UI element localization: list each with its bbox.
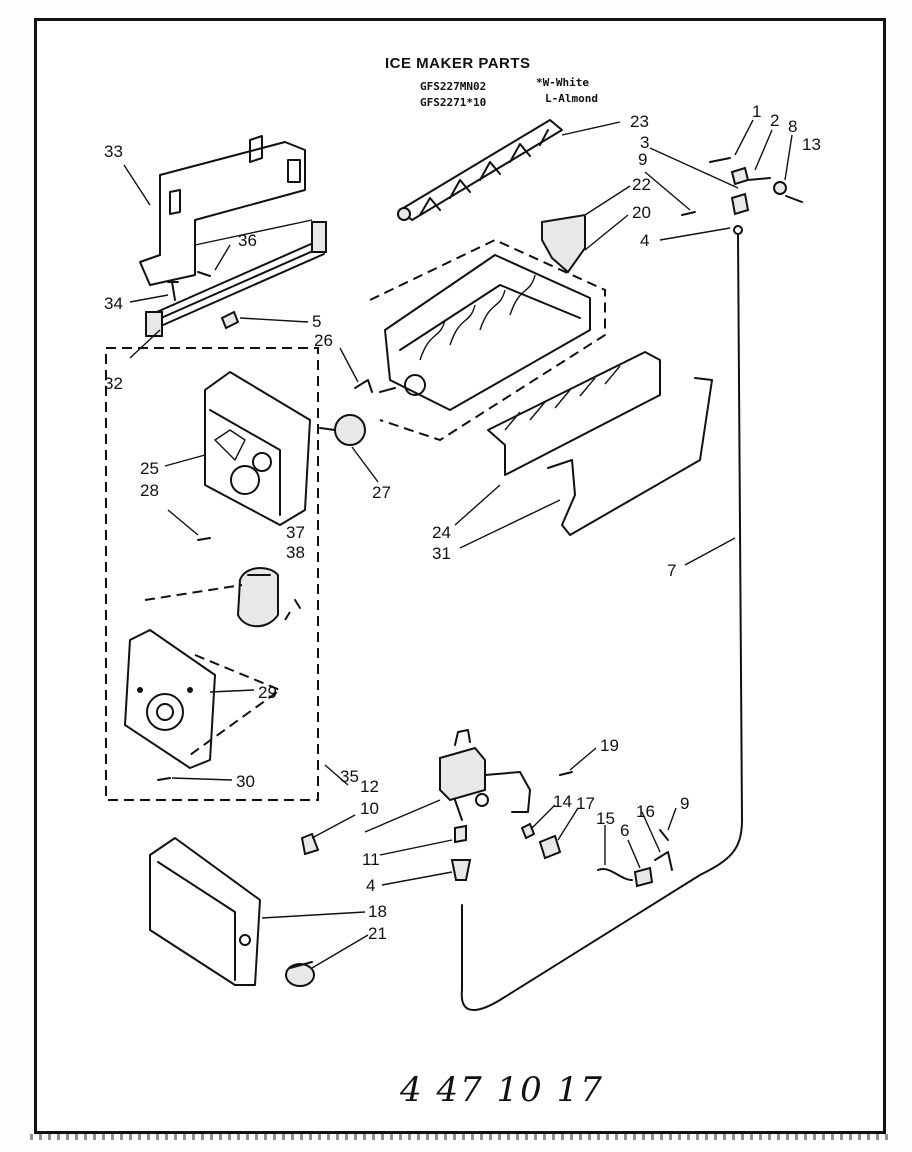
callout-12: 12 [360,777,379,796]
mounting-plate-part-29 [124,629,216,769]
callout-4-top: 4 [640,231,650,250]
screw-part-34 [167,281,179,301]
callout-29: 29 [258,683,277,702]
callout-13: 13 [802,135,821,154]
callout-28: 28 [140,481,159,500]
callout-16: 16 [636,802,655,821]
tube-part-15 [597,867,633,881]
thermostat-part-27 [319,414,366,446]
callout-33: 33 [104,142,123,161]
bushing-part-12 [300,832,320,856]
callout-30: 30 [236,772,255,791]
inlet-fitting-part-4-lower [450,859,472,881]
callout-32: 32 [104,374,123,393]
color-legend-almond: L-Almond [545,92,598,105]
handwritten-note: 4 47 10 17 [400,1070,604,1110]
color-legend-white: *W-White [536,76,589,89]
callout-25: 25 [140,459,159,478]
callout-22: 22 [632,175,651,194]
callout-10: 10 [360,799,379,818]
ice-mold-part-20 [369,238,606,442]
callout-8: 8 [788,117,798,136]
callout-34: 34 [104,294,123,313]
wiring-harness-part-32 [145,221,327,337]
callout-1: 1 [752,102,762,121]
feeler-arm-part-31 [547,377,713,536]
callout-7: 7 [667,561,677,580]
callout-24: 24 [432,523,451,542]
shut-off-arm-part-24 [487,351,661,476]
mounting-bracket-part-33 [139,135,313,286]
screw-part-19 [559,771,573,776]
callout-20: 20 [632,203,651,222]
callout-36: 36 [238,231,257,250]
callout-2: 2 [770,111,780,130]
washer-part-14 [520,822,536,840]
diagram-title: ICE MAKER PARTS [385,55,531,72]
callout-23: 23 [630,112,649,131]
callout-15: 15 [596,809,615,828]
module-outline-part-35 [105,347,319,801]
screw-part-30 [157,777,171,781]
scan-edge-noise [30,1134,890,1140]
callout-21: 21 [368,924,387,943]
water-valve-part-10 [439,729,531,821]
stripper-part-23 [397,119,563,221]
clamp-part-16 [654,851,673,871]
clip-part-5 [220,310,240,330]
callout-31: 31 [432,544,451,563]
screw-part-38 [294,599,301,609]
coupling-part-6 [633,866,654,888]
model-number-1: GFS227MN02 [420,80,487,93]
callout-17: 17 [576,794,595,813]
callout-27: 27 [372,483,391,502]
leader-lines [123,119,793,969]
nut-part-17 [538,834,562,860]
callout-26: 26 [314,331,333,350]
callout-14: 14 [553,792,572,811]
callout-4-lower: 4 [366,876,376,895]
callout-35: 35 [340,767,359,786]
callout-18: 18 [368,902,387,921]
thermostat-clip-part-26 [354,379,396,393]
control-housing-part-25 [204,371,311,526]
callout-6: 6 [620,821,630,840]
model-number-2: GFS2271*10 [420,96,487,109]
fill-tube-fittings [681,157,803,235]
callout-9-lower: 9 [680,794,690,813]
motor-part-37 [236,567,279,628]
callout-38: 38 [286,543,305,562]
callout-37: 37 [286,523,305,542]
screw-part-9-lower [659,829,669,841]
callout-11: 11 [362,850,380,869]
water-tube-part-7 [460,234,743,1011]
callout-19: 19 [600,736,619,755]
callout-5: 5 [312,312,322,331]
screw-part-28 [197,537,211,541]
nut-part-11 [454,824,467,844]
callout-3: 3 [640,133,650,152]
callout-9-top: 9 [638,150,648,169]
knob-part-21 [285,961,315,987]
screw-part-36 [197,271,211,277]
cover-part-18 [149,837,261,986]
